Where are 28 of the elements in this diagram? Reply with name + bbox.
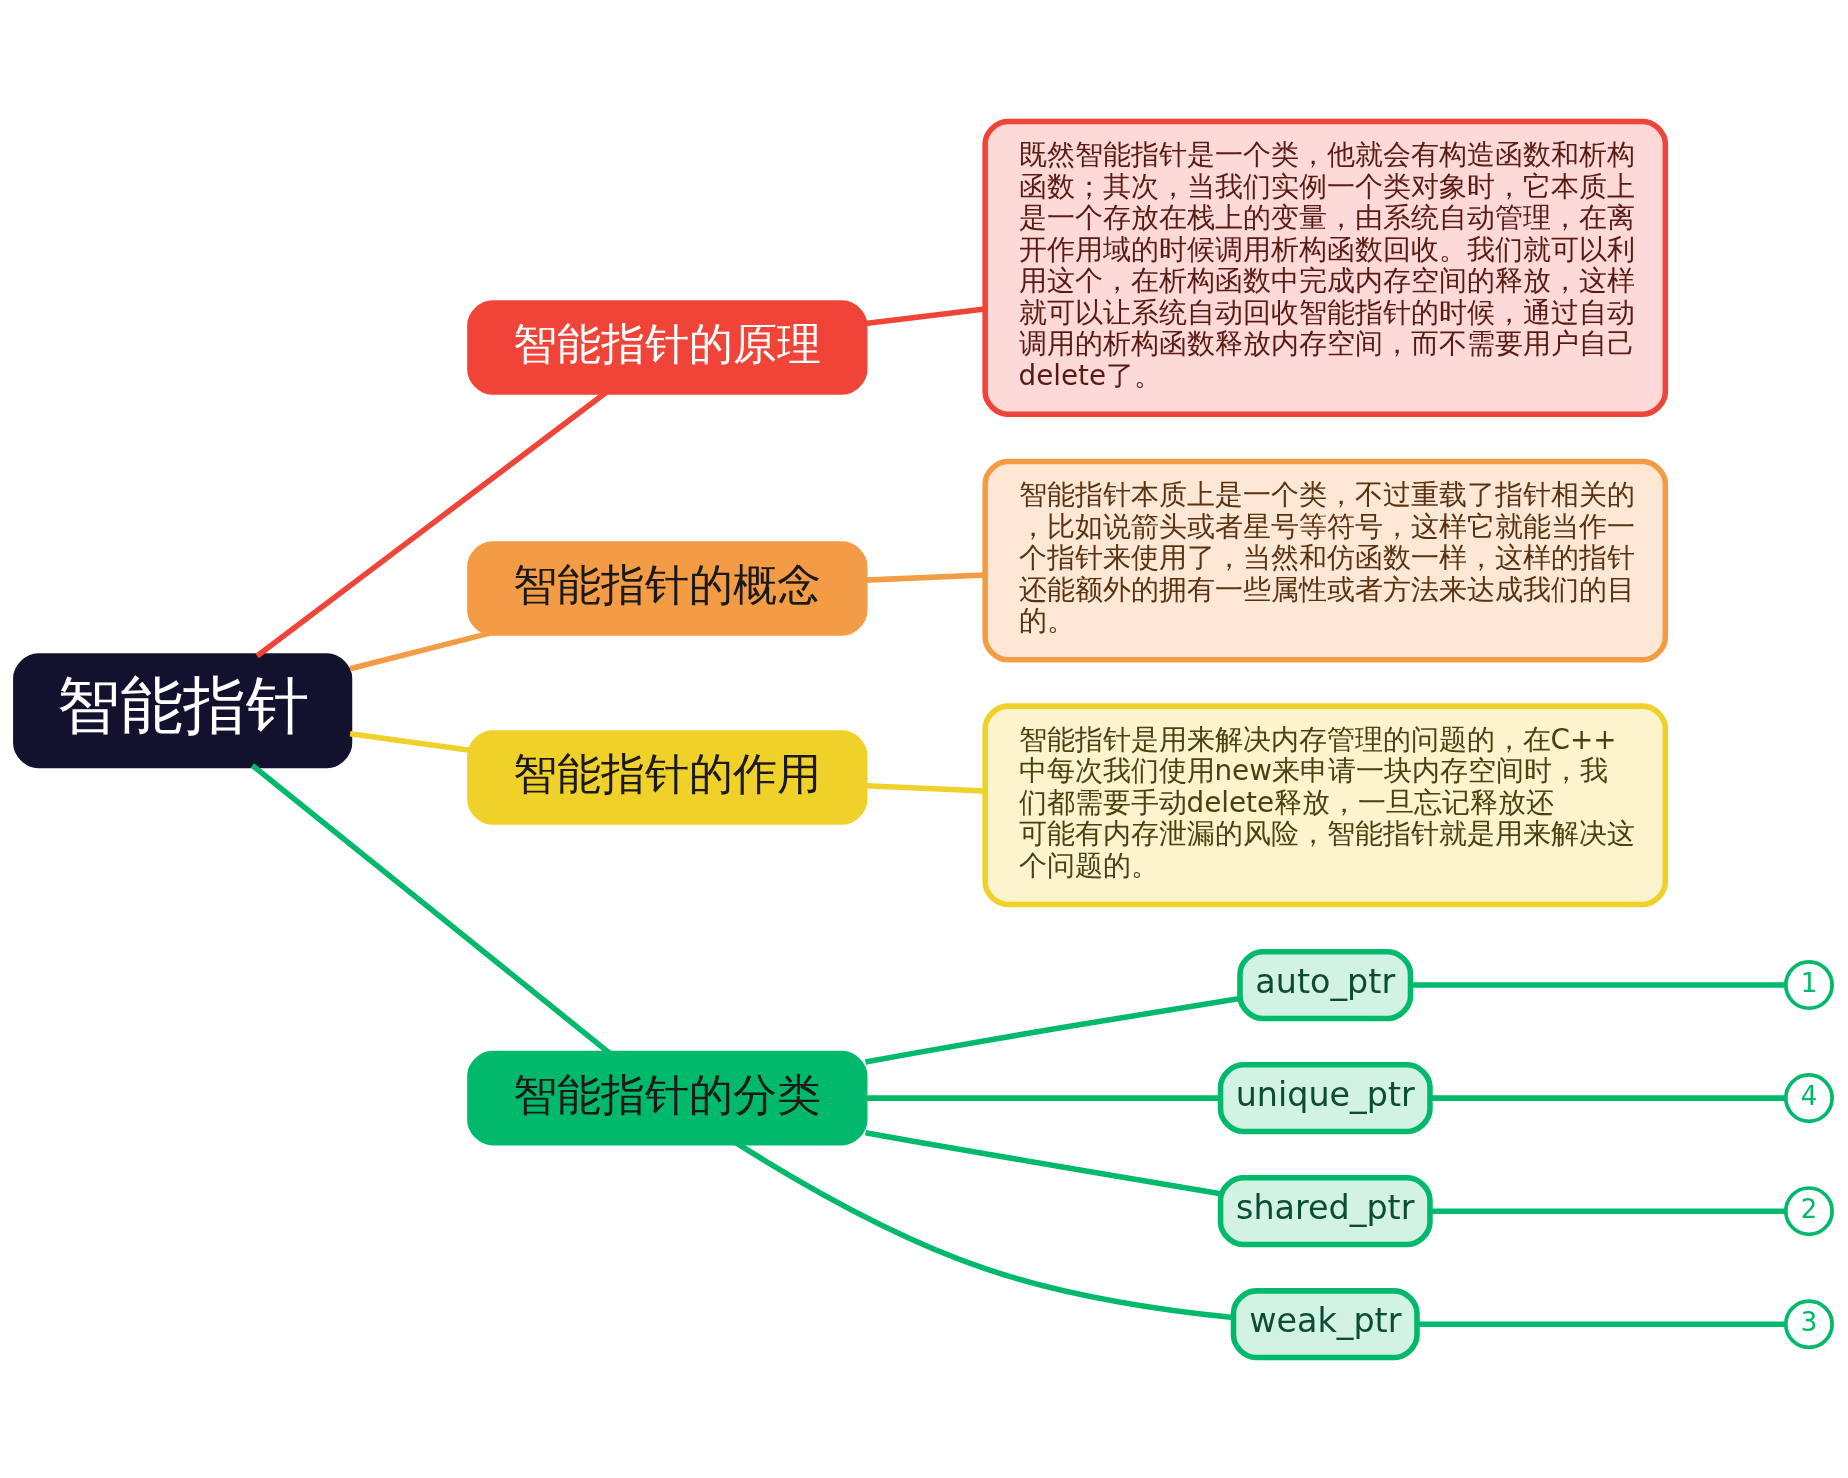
node-box: unique_ptr [1217,1061,1433,1134]
connector [865,1129,1221,1197]
node-box: 智能指针的概念 [467,540,868,636]
node-box: 既然智能指针是一个类，他就会有构造函数和析构函数；其次，当我们实例一个类对象时，它本质上是一个存放在栈上的变量，由系统自动管理，在离开作用域的时候调用析构函数回收。我们就可以利用这个，在析构函数中完成内存空间的释放，这样就可以让系统自动回收智能指针的时候，通过自动调用的析构函数释放内存空间，而不需要用户自己delete了。 [982,118,1669,417]
node-box: weak_ptr [1230,1287,1420,1360]
connector [1430,1207,1786,1214]
node-box: 智能指针是用来解决内存管理的问题的，在C++中每次我们使用new来申请一块内存空间时，我们都需要手动delete释放，一旦忘记释放还可能有内存泄漏的风险，智能指针就是用来解决这个问题的。 [982,702,1669,907]
node-box: 智能指针的分类 [467,1050,868,1145]
node-box: shared_ptr [1217,1174,1433,1247]
connector [865,1094,1221,1101]
node-box: auto_ptr [1237,948,1414,1021]
connector [1417,1320,1785,1327]
node-circle: 1 [1783,959,1834,1010]
node-circle: 2 [1783,1185,1834,1236]
connector [349,730,471,753]
node-circle: 4 [1783,1072,1834,1123]
connector [864,995,1241,1065]
node-box: 智能指针的原理 [467,299,868,395]
connector [865,571,985,583]
connector [865,782,985,794]
connector [1430,1094,1786,1101]
node-circle: 3 [1783,1298,1834,1349]
node-box: 智能指针 [13,652,353,768]
connector [865,305,986,326]
node-box: 智能指针的作用 [467,729,868,825]
connector [349,629,491,671]
node-box: 智能指针本质上是一个类，不过重载了指针相关的，比如说箭头或者星号等符号，这样它就能当作一个指针来使用了，当然和仿函数一样，这样的指针还能额外的拥有一些属性或者方法来达成我们的目的。 [982,458,1669,663]
connector [1410,981,1786,988]
